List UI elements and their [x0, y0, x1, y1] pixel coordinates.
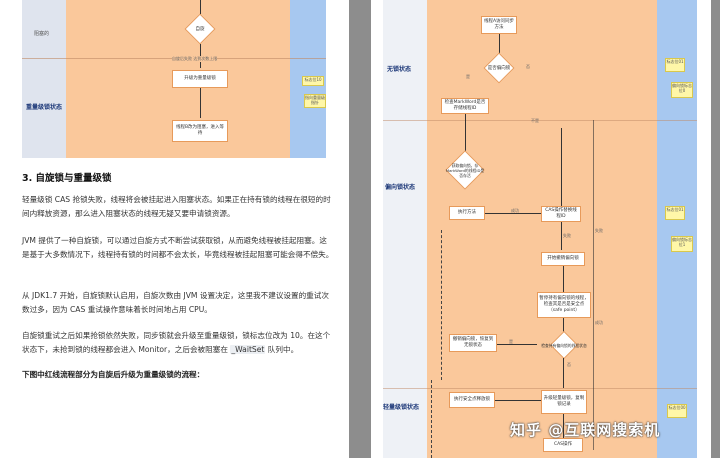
sticky-note: 标志位01	[665, 206, 685, 220]
paragraph: 从 JDK1.7 开始，自旋锁默认启用，自旋次数由 JVM 设置决定，这里我不建…	[22, 291, 329, 314]
upgrade-heavyweight-box: 升级为重量级锁	[172, 70, 228, 88]
connector-line	[200, 88, 201, 118]
inline-code: _WaitSet	[230, 345, 266, 354]
connector-line	[495, 400, 541, 401]
sticky-note: 标志位00	[667, 404, 687, 418]
lane-label-column	[22, 0, 66, 158]
biased-decision: 是否偏向锁	[477, 52, 521, 84]
connector-line	[499, 34, 500, 54]
lane-divider	[383, 388, 697, 389]
sticky-note: 偏向锁标志位0	[671, 82, 693, 98]
spin-decision: 自旋	[180, 13, 220, 45]
lane-notes-column	[657, 0, 697, 458]
cas-operation-box: CAS操作	[543, 438, 583, 452]
edge-label: 否	[567, 362, 571, 367]
sticky-note: 标志位10	[302, 76, 324, 86]
check-markword-box: 检查MarkWord是否存储线程ID	[441, 98, 489, 114]
markword-decision: 获取偏向锁，存MarkWord的线程ID是否存活	[437, 150, 493, 190]
edge-label-fail: 自旋后失败 达到次数上限	[172, 56, 218, 62]
connector-line	[593, 120, 594, 450]
lane-label-heavyweight: 重量级锁状态	[26, 104, 63, 111]
sticky-note: 标志位01	[665, 58, 685, 72]
section-title: 3. 自旋锁与重量级锁	[22, 173, 112, 184]
paragraph: 自旋锁重试之后如果抢锁依然失败，同步锁就会升级至重量级锁，锁标志位改为 10。在…	[22, 331, 331, 354]
edge-label: 否	[526, 64, 530, 69]
connector-line	[561, 128, 562, 206]
connector-line	[497, 344, 537, 345]
release-biased-box: 撤销偏向锁，恢复到无锁状态	[449, 334, 497, 352]
edge-label: 不是	[531, 118, 539, 123]
lane-label-top: 阻塞的	[34, 31, 50, 37]
lightweight-upgrade-box: 升级轻量级锁，复制锁记录	[541, 390, 587, 414]
lane-divider	[383, 120, 697, 121]
connector-line	[563, 414, 564, 438]
sticky-note: 指向重量级指针	[304, 94, 326, 108]
connector-line	[485, 213, 541, 214]
lane-label-column	[383, 0, 427, 458]
connector-line	[563, 266, 564, 292]
pause-thread-box: 暂停持有偏向锁的线程，检查其是否是安全点（safe point）	[537, 292, 591, 318]
connector-line	[465, 114, 466, 152]
edge-label: 是	[466, 74, 470, 79]
start-box: 线程A访问同步方法	[481, 16, 517, 34]
dashed-bracket	[431, 380, 432, 458]
lane-label-biased: 偏向锁状态	[385, 184, 416, 191]
lane-label-lightweight: 轻量级锁状态	[383, 404, 420, 411]
connector-line	[561, 222, 562, 250]
execute-box: 执行方法	[449, 206, 485, 220]
edge-label: 是	[509, 339, 513, 344]
thread-block-box: 线程B改为阻塞，进入等待	[172, 120, 228, 142]
lane-label-unlocked: 无锁状态	[387, 66, 412, 73]
left-document-page: 阻塞的 重量级锁状态 自旋 自旋后失败 达到次数上限 升级为重量级锁 线程B改为…	[0, 0, 349, 458]
revoke-biased-box: 开始撤销偏向锁	[541, 252, 585, 266]
paragraph: JVM 提供了一种自旋锁，可以通过自旋方式不断尝试获取锁，从而避免线程被挂起阻塞…	[22, 236, 334, 259]
edge-label: 失败	[595, 228, 603, 233]
edge-label: 成功	[511, 208, 519, 213]
cas-replace-box: CAS操作替换线程ID	[541, 206, 581, 222]
safe-point-box: 执行安全点释放锁	[449, 392, 495, 408]
paragraph: 轻量级锁 CAS 抢锁失败，线程将会被挂起进入阻塞状态。如果正在持有锁的线程在很…	[22, 195, 331, 218]
edge-label: 失败	[563, 233, 571, 238]
connector-line	[563, 358, 564, 388]
watermark: 知乎 @互联网搜索机	[510, 421, 661, 439]
lane-swimlane	[427, 0, 657, 458]
bold-caption: 下图中红线流程部分为自旋后升级为重量级锁的流程：	[22, 370, 205, 379]
right-document-page: 无锁状态 偏向锁状态 轻量级锁状态 线程A访问同步方法 是否偏向锁 是 否 检查…	[371, 0, 711, 458]
thread-state-decision: 检查持有偏向锁的线程状态	[537, 330, 591, 360]
connector-line	[200, 0, 201, 14]
sticky-note: 偏向锁标志位1	[671, 236, 693, 252]
dashed-bracket	[441, 230, 442, 380]
edge-label: 成功	[595, 320, 603, 325]
connector-line	[563, 318, 564, 332]
